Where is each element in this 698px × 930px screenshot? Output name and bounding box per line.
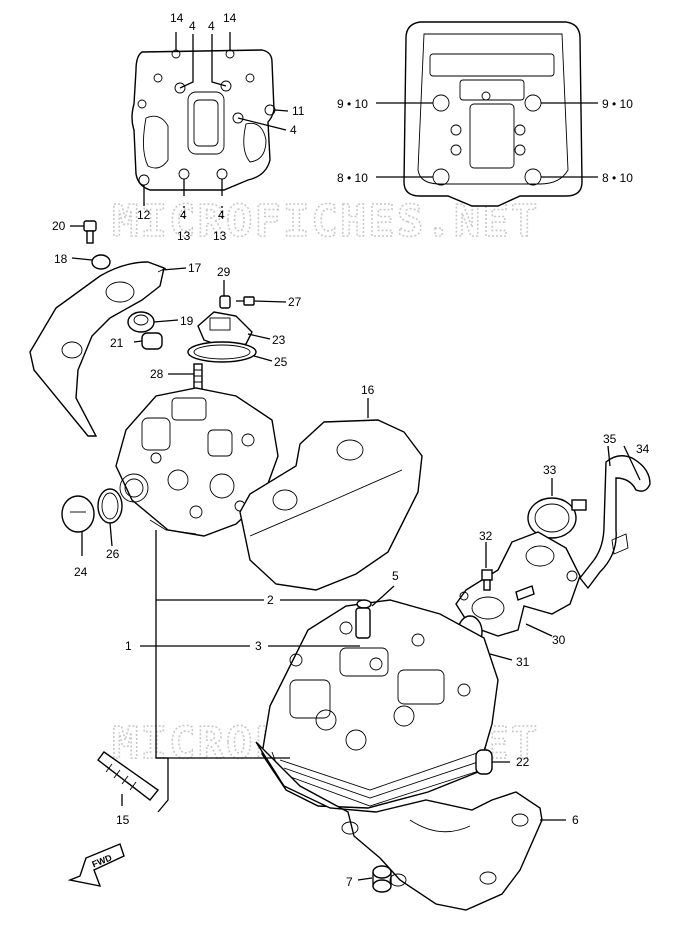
callout-28: 28 <box>150 367 164 381</box>
callout-27: 27 <box>288 295 302 309</box>
callout-13b: 13 <box>213 229 227 243</box>
callout-19: 19 <box>180 314 194 328</box>
callout-18: 18 <box>54 252 68 266</box>
callout-8-10-left: 8 • 10 <box>337 171 368 185</box>
callout-14b: 14 <box>223 11 237 25</box>
callout-32: 32 <box>479 529 493 543</box>
callout-21: 21 <box>110 336 124 350</box>
callout-26: 26 <box>106 547 120 561</box>
plug-22 <box>475 749 493 775</box>
callout-5: 5 <box>392 569 399 583</box>
callout-24: 24 <box>74 565 88 579</box>
gasket-25-inner <box>193 344 251 360</box>
callout-3: 3 <box>255 639 262 653</box>
spark-plug-15 <box>97 751 160 801</box>
inset-head-leaders <box>376 102 598 178</box>
callout-17: 17 <box>188 261 202 275</box>
callout-20: 20 <box>52 219 66 233</box>
nut-21 <box>141 332 163 350</box>
washer-18 <box>91 254 111 270</box>
cylinder-head-main <box>261 599 499 809</box>
callout-labels: 14 4 4 14 11 4 12 4 13 4 13 9 • 10 9 • 1… <box>52 11 650 889</box>
callout-16: 16 <box>361 383 375 397</box>
callout-4c: 4 <box>290 123 297 137</box>
o-ring-26-inner <box>101 492 119 520</box>
gasket-25 <box>187 341 257 363</box>
callout-35: 35 <box>603 432 617 446</box>
callout-15: 15 <box>116 813 130 827</box>
callout-25: 25 <box>274 355 288 369</box>
inset-gasket-view <box>131 49 276 191</box>
callout-4b: 4 <box>208 19 215 33</box>
inset-gasket-leaders <box>143 32 289 218</box>
callout-6: 6 <box>572 813 579 827</box>
callout-22: 22 <box>516 755 530 769</box>
callout-11: 11 <box>292 104 305 118</box>
cap-nut-19 <box>127 311 155 333</box>
callout-9-10-left: 9 • 10 <box>337 97 368 111</box>
intake-pipe-30 <box>455 531 581 637</box>
callout-9-10-right: 9 • 10 <box>602 97 633 111</box>
callout-14a: 14 <box>170 11 184 25</box>
bracket-17 <box>29 261 167 437</box>
plug-24 <box>61 495 95 533</box>
clamp-33 <box>527 497 587 539</box>
callout-2: 2 <box>267 593 274 607</box>
head-gasket-6 <box>255 741 543 911</box>
cap-29 <box>219 295 231 309</box>
callout-8-10-right: 8 • 10 <box>602 171 633 185</box>
callout-4e: 4 <box>218 208 225 222</box>
inset-head-view <box>403 21 583 207</box>
leader-lines <box>70 225 641 881</box>
callout-33: 33 <box>543 463 557 477</box>
bolt-27 <box>236 296 255 306</box>
bolt-32 <box>481 569 493 591</box>
head-cover-16 <box>239 419 423 591</box>
forward-arrow-icon: FWD <box>67 843 125 887</box>
callout-13a: 13 <box>177 229 191 243</box>
callout-34: 34 <box>636 442 650 456</box>
callout-7: 7 <box>346 875 353 889</box>
bolt-20 <box>83 220 97 244</box>
hose-35 <box>579 455 651 590</box>
callout-4a: 4 <box>189 19 196 33</box>
callout-23: 23 <box>272 333 286 347</box>
callout-4d: 4 <box>180 208 187 222</box>
callout-12: 12 <box>137 208 151 222</box>
callout-30: 30 <box>552 633 566 647</box>
callout-1: 1 <box>125 639 132 653</box>
cam-chain-tensioner-23 <box>197 311 253 349</box>
callout-31: 31 <box>516 655 530 669</box>
dowel-pin-7 <box>372 865 392 893</box>
callout-29: 29 <box>217 265 231 279</box>
